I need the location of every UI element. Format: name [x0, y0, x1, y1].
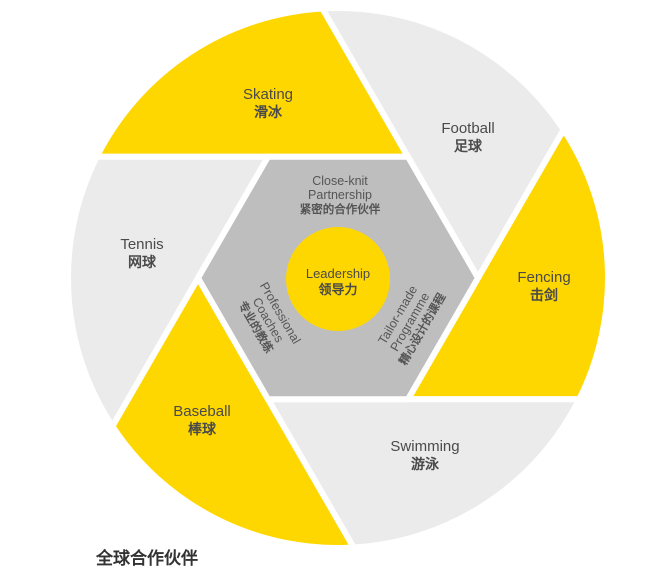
segment-label-tennis: Tennis 网球	[120, 235, 163, 273]
segment-fencing	[402, 123, 611, 403]
bottom-heading: 全球合作伙伴	[96, 549, 198, 569]
segment-label-swimming: Swimming 游泳	[390, 437, 459, 475]
swimming-en: Swimming	[390, 438, 460, 455]
football-en: Football	[441, 120, 495, 137]
segment-label-skating: Skating 滑冰	[243, 85, 293, 123]
leadership-circle	[286, 227, 390, 331]
segment-tennis	[65, 153, 274, 433]
segment-football	[317, 5, 568, 285]
football-zh: 足球	[454, 139, 482, 155]
segment-label-fencing: Fencing 击剑	[517, 268, 570, 306]
tennis-zh: 网球	[127, 255, 156, 271]
leadership-en: Leadership	[305, 266, 371, 281]
fencing-zh: 击剑	[530, 288, 558, 304]
skating-zh: 滑冰	[253, 105, 282, 121]
partnership-zh: 紧密的合作伙伴	[299, 202, 381, 216]
partnership-en2: Partnership	[308, 188, 372, 202]
baseball-en: Baseball	[173, 403, 231, 420]
leadership-zh: 领导力	[318, 283, 358, 298]
segment-label-baseball: Baseball 棒球	[173, 402, 231, 440]
fencing-en: Fencing	[517, 269, 571, 286]
baseball-zh: 棒球	[187, 422, 216, 438]
partnership-en1: Close-knit	[312, 174, 368, 188]
segment-baseball	[108, 271, 359, 551]
center-label-leadership: Leadership 领导力	[306, 265, 370, 299]
swimming-zh: 游泳	[411, 457, 439, 473]
segment-swimming	[262, 396, 585, 551]
segment-skating	[91, 5, 414, 160]
segment-label-football: Football 足球	[441, 119, 494, 157]
skating-en: Skating	[242, 86, 294, 103]
tennis-en: Tennis	[120, 236, 164, 253]
